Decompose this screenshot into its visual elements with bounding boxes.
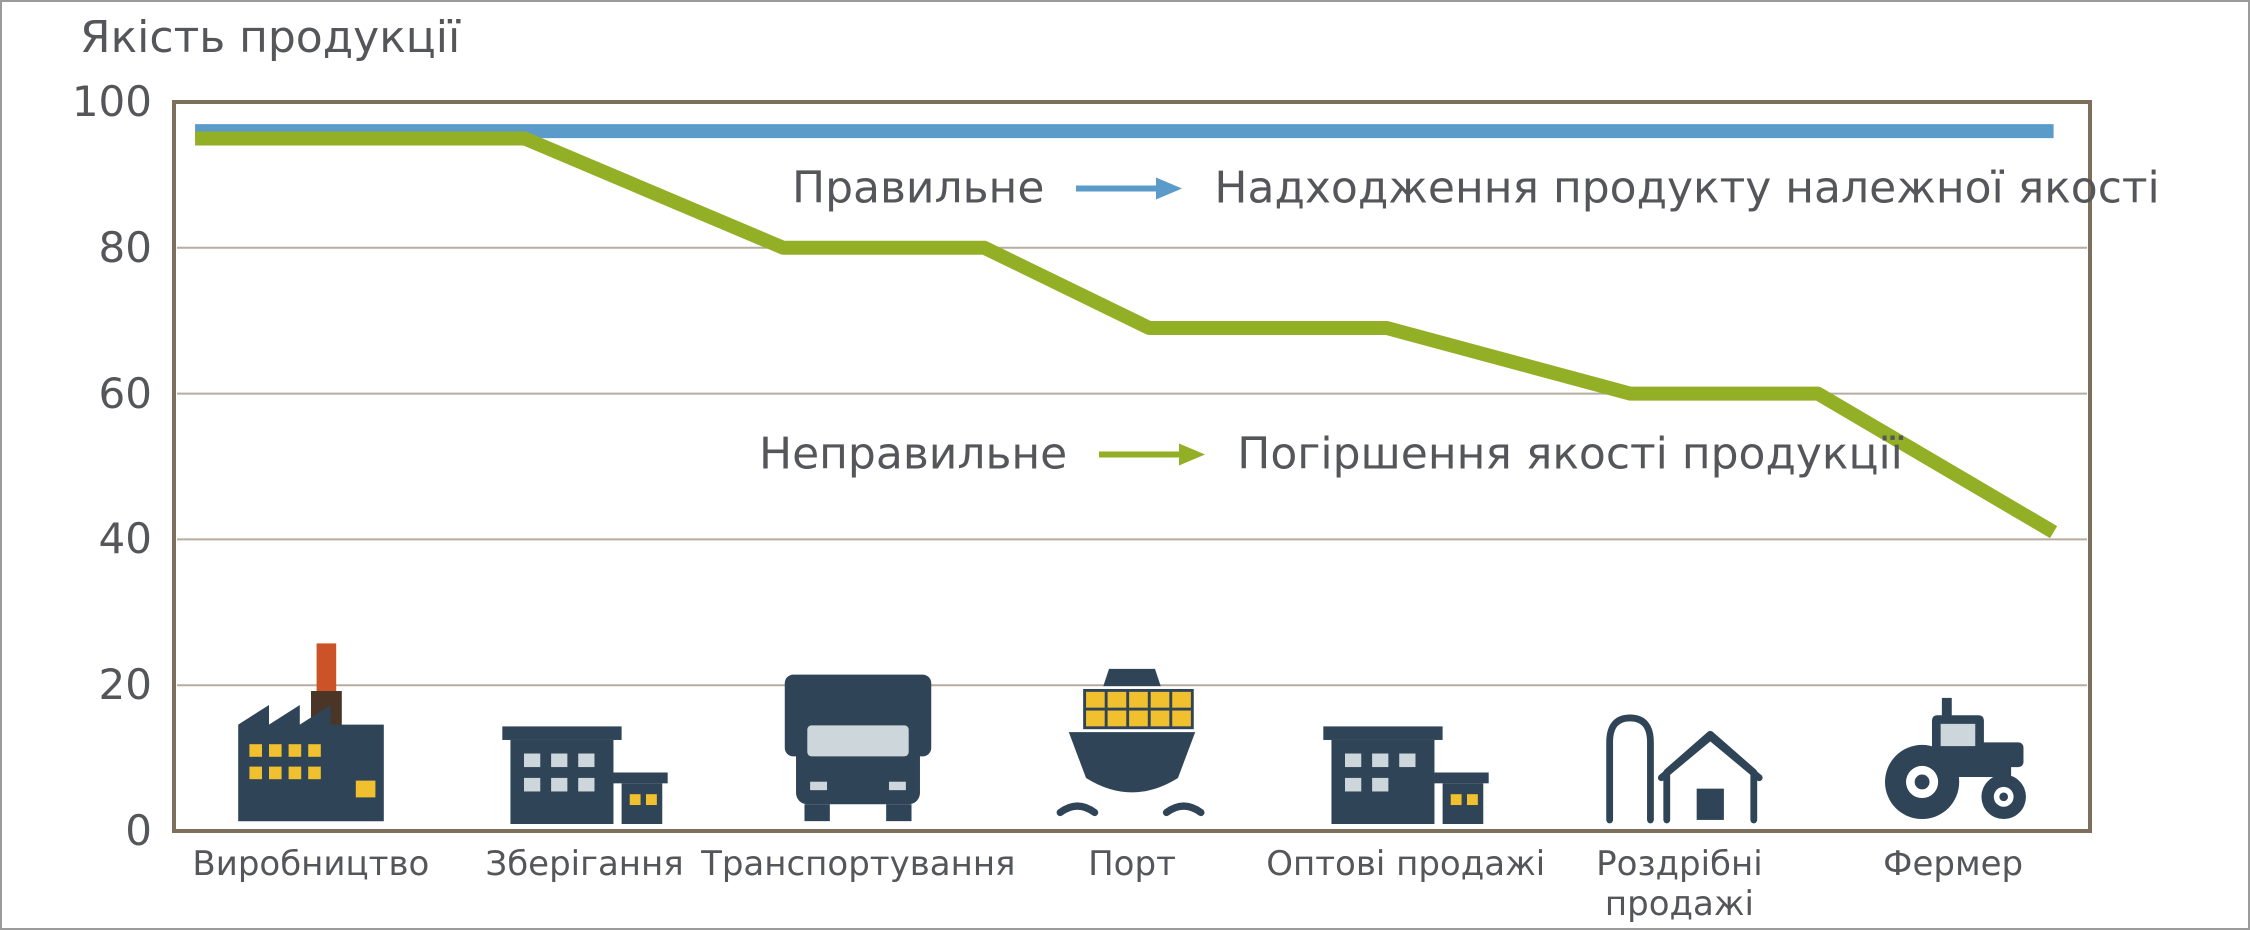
plot-border (172, 100, 2092, 833)
category-label: Транспортування (701, 844, 1016, 884)
warehouse-icon (1317, 702, 1494, 824)
series-line-1 (195, 131, 2058, 539)
cargo-ship-icon (1046, 666, 1219, 824)
category-label: Роздрібні продажі (1596, 844, 1763, 925)
truck-icon (774, 669, 943, 824)
legend-incorrect-desc: Погіршення якості продукції (1237, 428, 1903, 480)
farm-barn-icon (1591, 688, 1768, 824)
warehouse-icon (496, 702, 673, 824)
y-tick-label: 100 (71, 77, 152, 126)
y-tick-label: 20 (98, 660, 152, 710)
category-label: Фермер (1883, 844, 2024, 884)
factory-icon (227, 635, 395, 824)
category-label: Зберігання (485, 844, 684, 884)
y-tick-label: 40 (98, 514, 152, 564)
arrow-right-icon (1074, 173, 1184, 203)
chart-title: Якість продукції (80, 12, 461, 63)
y-tick-label: 0 (125, 806, 152, 855)
category-label: Порт (1088, 844, 1176, 884)
category-label: Оптові продажі (1266, 844, 1546, 884)
y-tick-label: 80 (98, 222, 152, 272)
legend-correct: Правильне Надходження продукту належної … (792, 163, 2160, 214)
category-label: Виробництво (192, 844, 430, 884)
legend-correct-label: Правильне (792, 162, 1045, 214)
legend-correct-desc: Надходження продукту належної якості (1214, 162, 2160, 214)
tractor-icon (1873, 688, 2034, 824)
legend-incorrect: Неправильне Погіршення якості продукції (759, 429, 1903, 480)
arrow-right-icon (1097, 439, 1207, 469)
legend-incorrect-label: Неправильне (759, 428, 1068, 480)
y-tick-label: 60 (98, 368, 152, 418)
